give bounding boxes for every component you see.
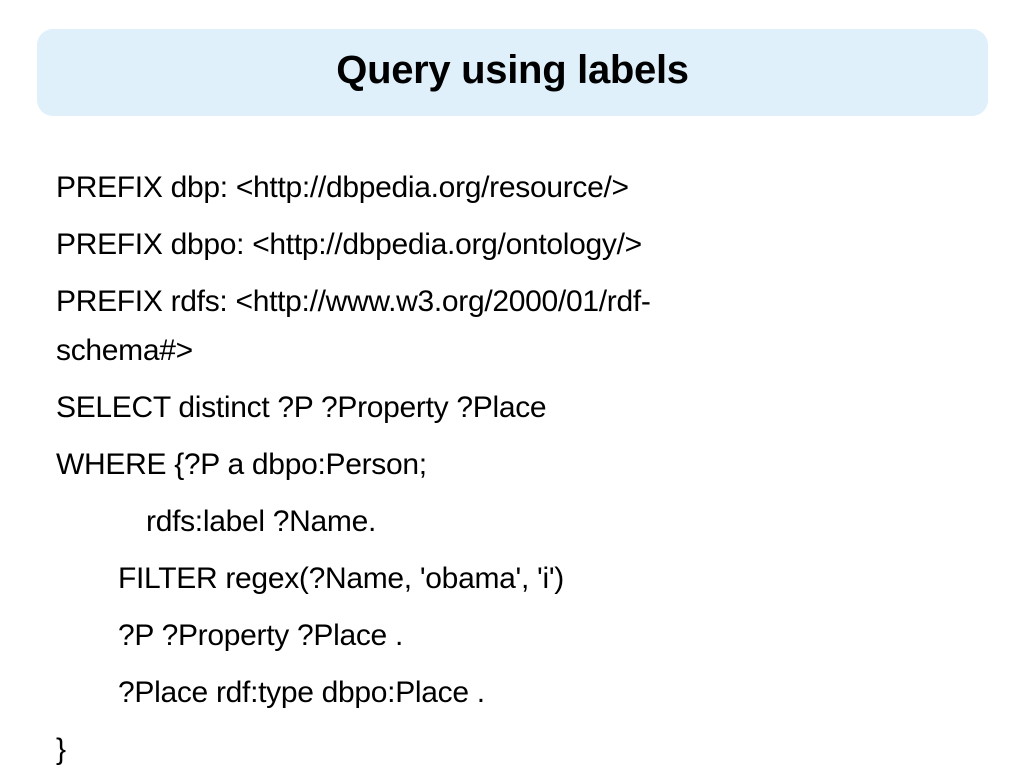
filter-line: FILTER regex(?Name, 'obama', 'i') bbox=[118, 562, 564, 595]
rdfs-label-line: rdfs:label ?Name. bbox=[146, 505, 377, 538]
closing-brace-line: } bbox=[56, 733, 66, 766]
title-banner: Query using labels bbox=[37, 29, 988, 116]
slide-title: Query using labels bbox=[336, 48, 689, 92]
prefix-dbpo-line: PREFIX dbpo: <http://dbpedia.org/ontolog… bbox=[56, 228, 642, 261]
prefix-dbp-line: PREFIX dbp: <http://dbpedia.org/resource… bbox=[56, 171, 629, 204]
where-line: WHERE {?P a dbpo:Person; bbox=[56, 448, 427, 481]
property-place-line: ?P ?Property ?Place . bbox=[118, 619, 403, 652]
prefix-rdfs-line-continued: schema#> bbox=[56, 334, 193, 367]
prefix-rdfs-line: PREFIX rdfs: <http://www.w3.org/2000/01/… bbox=[56, 285, 651, 318]
select-line: SELECT distinct ?P ?Property ?Place bbox=[56, 391, 547, 424]
place-type-line: ?Place rdf:type dbpo:Place . bbox=[118, 676, 485, 709]
